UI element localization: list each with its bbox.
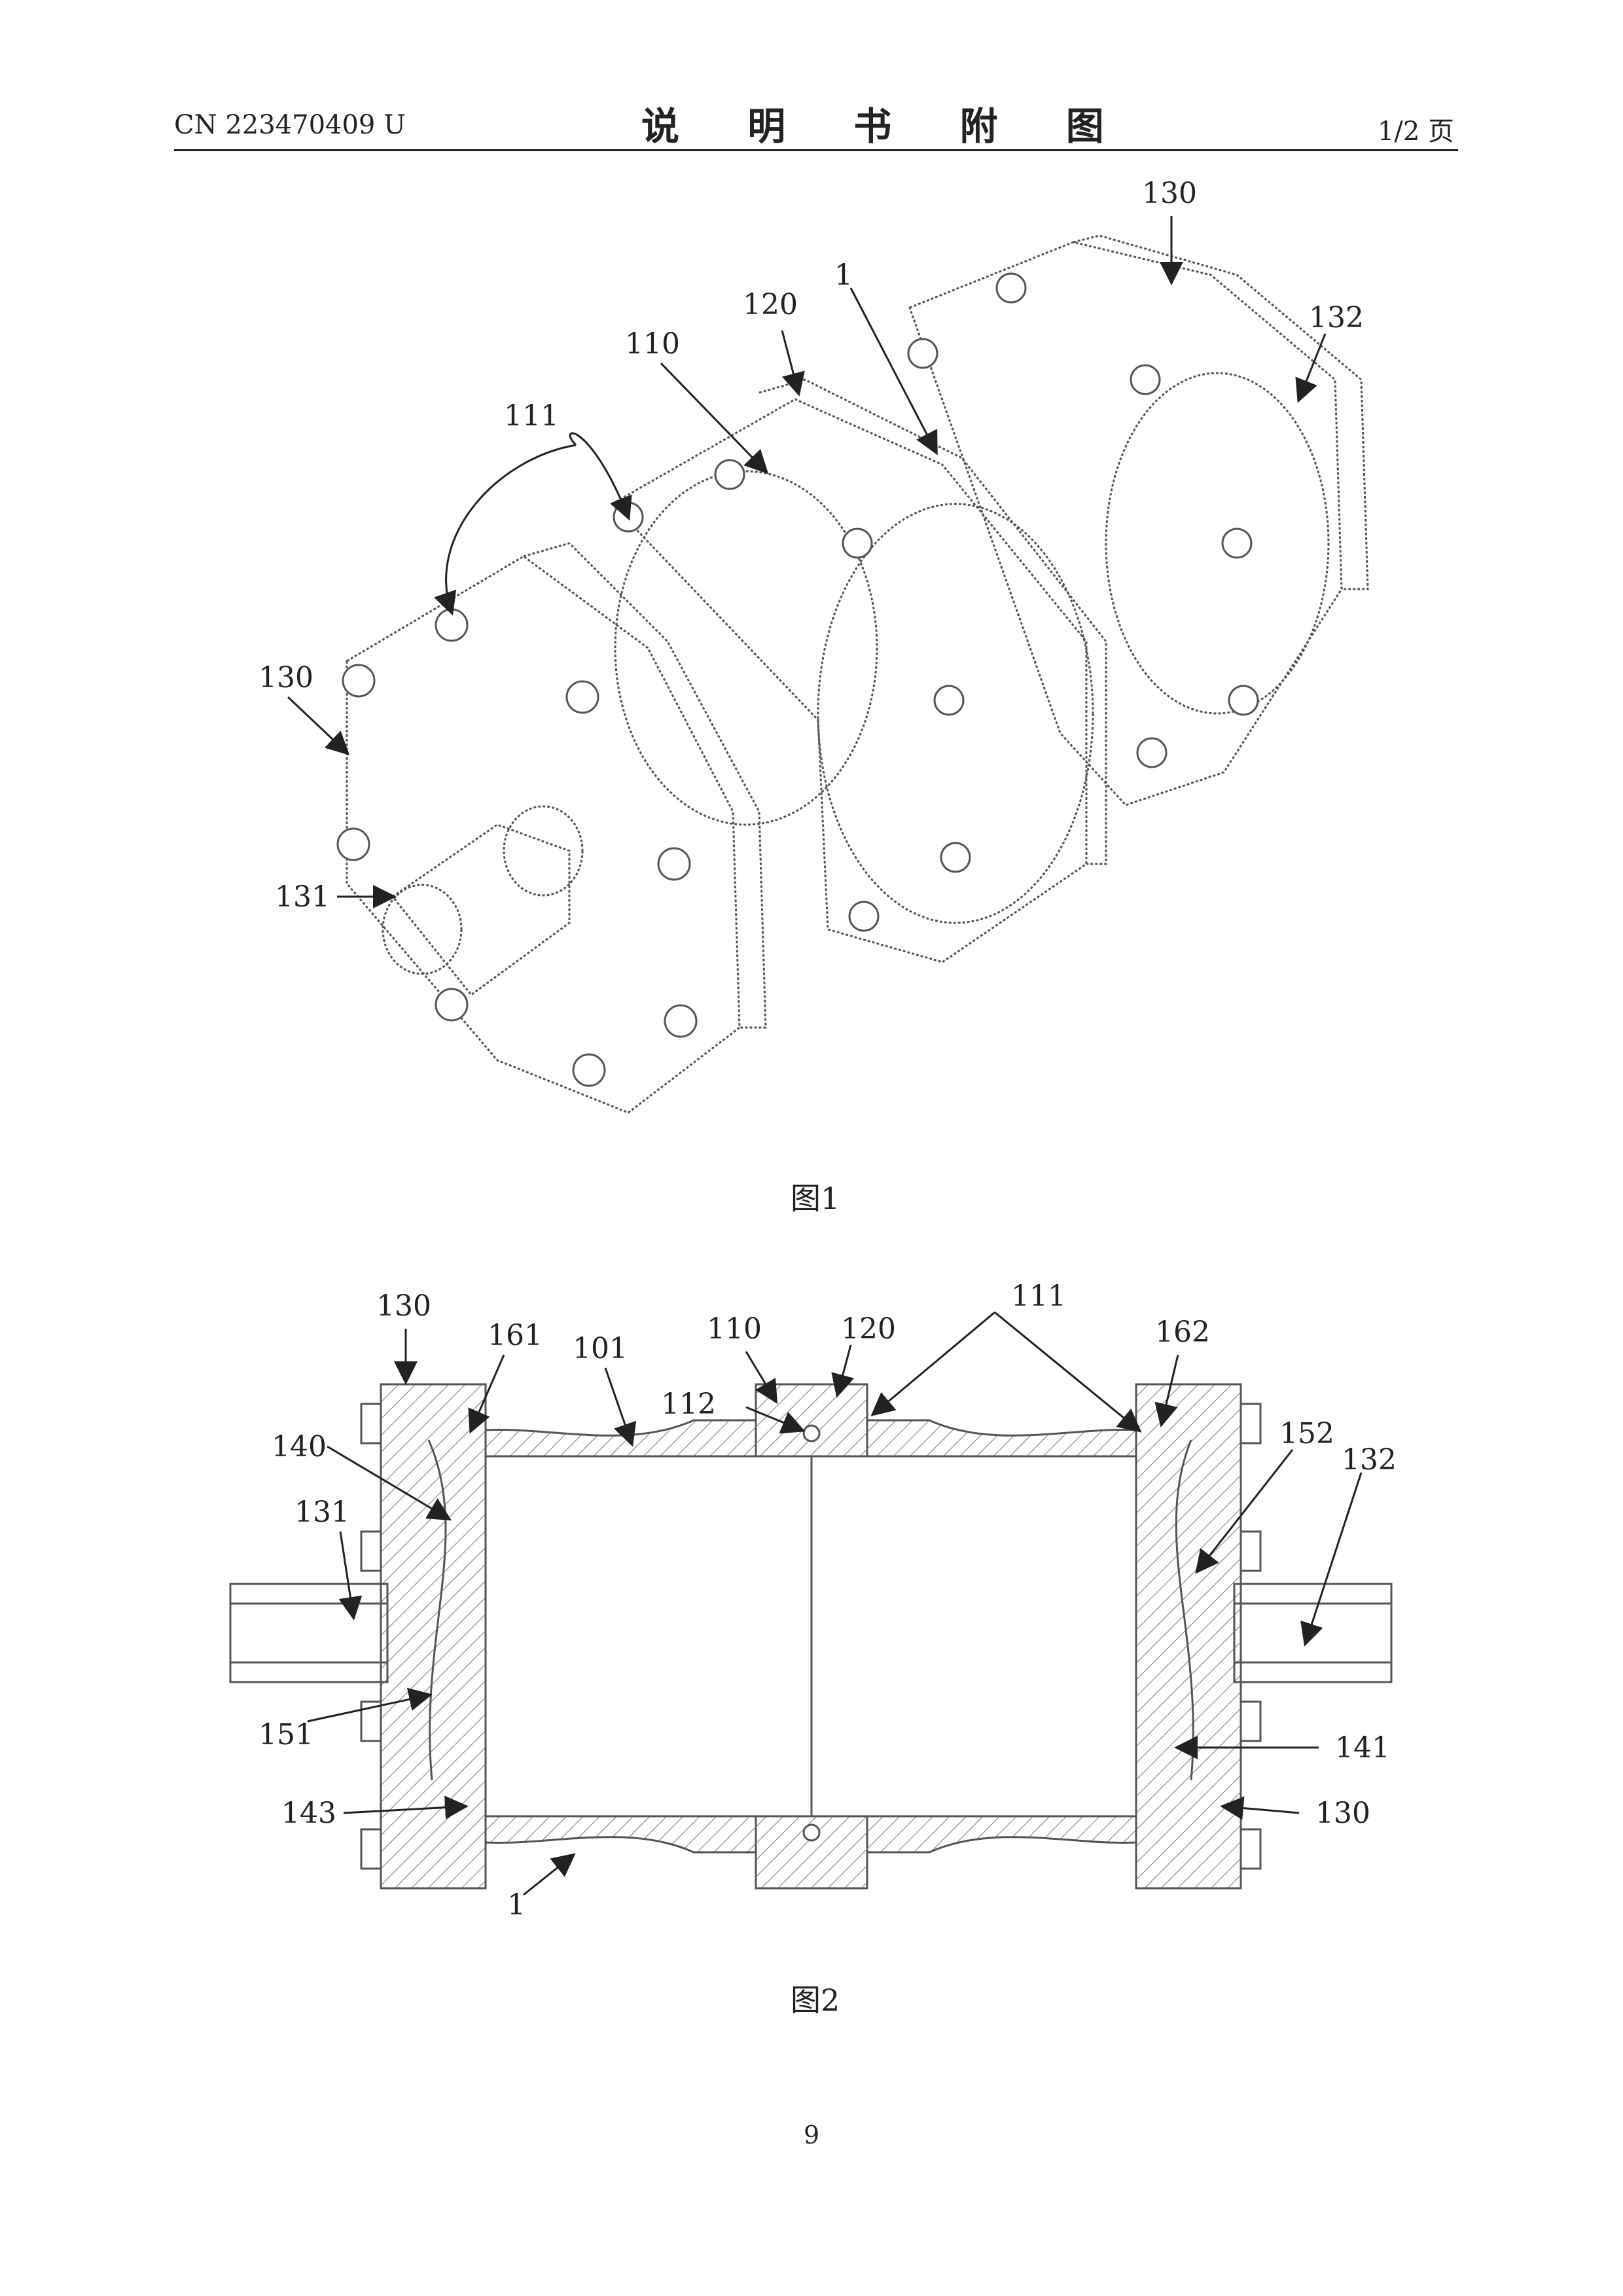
fig1-label: 111 <box>504 399 559 433</box>
fig2-label: 161 <box>488 1319 543 1352</box>
fig1-label: 1 <box>834 259 853 292</box>
fig2-label: 143 <box>281 1797 336 1830</box>
fig2-label: 162 <box>1155 1316 1210 1349</box>
figure-2-caption: 图2 <box>791 1977 840 2020</box>
fig2-label: 101 <box>573 1332 628 1365</box>
fig2-label: 111 <box>1011 1280 1066 1313</box>
fig2-label: 140 <box>272 1430 327 1463</box>
fig1-label: 120 <box>743 288 798 321</box>
fig2-label: 1 <box>507 1888 526 1922</box>
fig2-label: 130 <box>1315 1797 1370 1830</box>
fig2-label: 151 <box>259 1718 313 1751</box>
fig1-label: 130 <box>259 661 313 694</box>
fig2-label: 141 <box>1335 1731 1390 1765</box>
fig1-label: 130 <box>1142 177 1197 210</box>
fig1-label: 131 <box>275 880 330 914</box>
fig1-label: 132 <box>1309 301 1364 334</box>
fig2-label: 131 <box>294 1496 349 1529</box>
fig2-label: 120 <box>841 1312 896 1346</box>
fig1-label: 110 <box>625 327 680 361</box>
fig2-label: 130 <box>376 1289 431 1323</box>
fig2-label: 112 <box>661 1388 716 1421</box>
fig2-label: 152 <box>1279 1417 1334 1450</box>
fig2-label: 132 <box>1342 1443 1397 1477</box>
page-number: 9 <box>804 2121 819 2149</box>
fig2-label: 110 <box>707 1312 762 1346</box>
figure-1-caption: 图1 <box>791 1175 840 1218</box>
